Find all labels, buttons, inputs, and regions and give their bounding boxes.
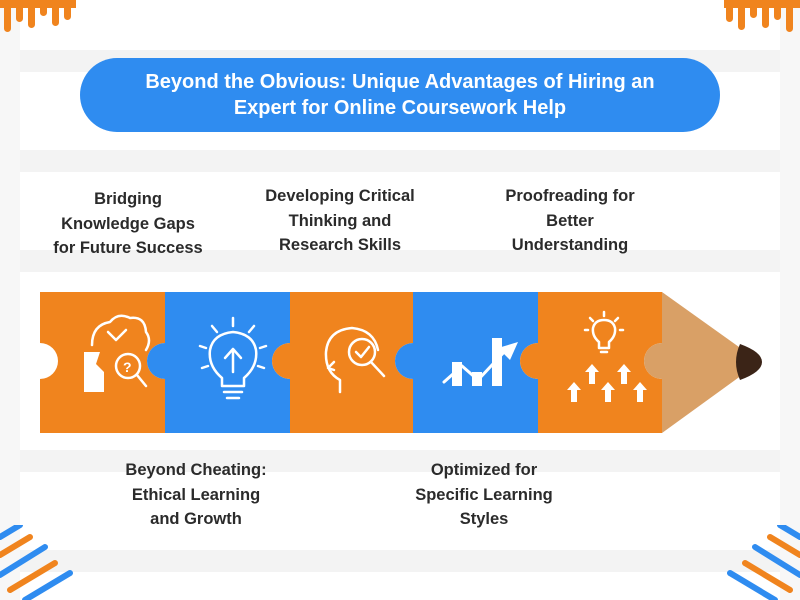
svg-text:?: ? bbox=[123, 359, 132, 375]
step-label-critical-thinking: Developing Critical Thinking and Researc… bbox=[265, 187, 415, 254]
title-line-1: Beyond the Obvious: Unique Advantages of… bbox=[145, 71, 655, 93]
puzzle-piece-3 bbox=[272, 292, 413, 433]
pencil-tip bbox=[644, 292, 762, 433]
title-line-2: Expert for Online Coursework Help bbox=[233, 97, 567, 119]
corner-drips-top-right bbox=[724, 0, 800, 32]
corner-drips-top-left bbox=[0, 0, 76, 32]
step-label-learning-styles: Optimized for Specific Learning Styles bbox=[415, 461, 553, 528]
page-title: Beyond the Obvious: Unique Advantages of… bbox=[80, 58, 720, 132]
head-magnifier-icon bbox=[324, 326, 386, 394]
step-label-proofreading: Proofreading for Better Understanding bbox=[505, 187, 635, 254]
lightbulb-growth-icon bbox=[198, 316, 268, 400]
corner-stripes-bottom-right bbox=[727, 525, 800, 600]
brain-question-icon: ? bbox=[84, 314, 151, 392]
puzzle-piece-4 bbox=[395, 292, 538, 433]
step-label-beyond-cheating: Beyond Cheating: Ethical Learning and Gr… bbox=[125, 461, 267, 528]
puzzle-piece-1 bbox=[40, 292, 165, 433]
puzzle-piece-5 bbox=[520, 292, 662, 433]
lightbulb-arrows-icon bbox=[567, 310, 647, 402]
corner-stripes-bottom-left bbox=[0, 525, 73, 600]
step-label-bridging-knowledge: Bridging Knowledge Gaps for Future Succe… bbox=[53, 190, 203, 257]
rising-chart-icon bbox=[442, 338, 518, 386]
puzzle-piece-2 bbox=[147, 292, 290, 433]
